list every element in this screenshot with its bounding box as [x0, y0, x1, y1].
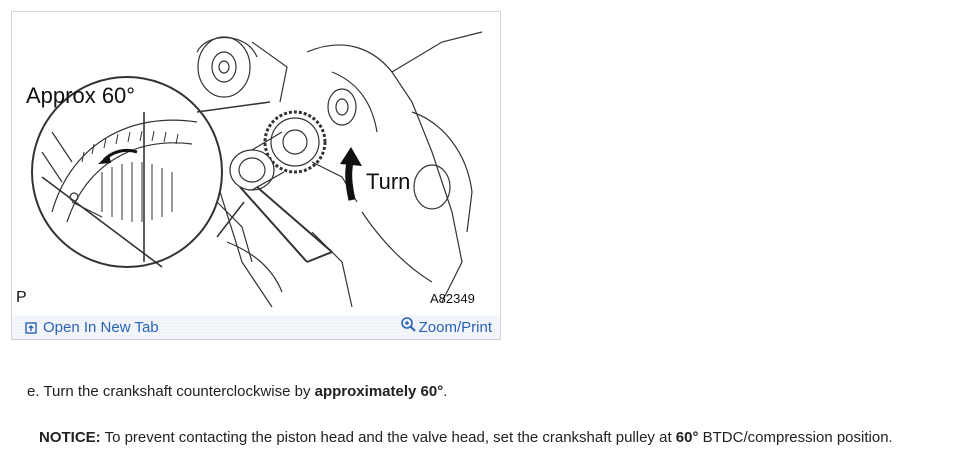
step-text-suffix: . [443, 383, 448, 400]
engine-illustration [31, 31, 483, 308]
open-in-new-tab-link[interactable]: Open In New Tab [25, 319, 159, 336]
notice-label: NOTICE: [39, 429, 101, 446]
turn-label: Turn [366, 169, 411, 194]
zoom-print-link[interactable]: Zoom/Print [400, 317, 492, 336]
open-in-new-tab-label: Open In New Tab [43, 319, 159, 336]
open-new-tab-icon [25, 321, 37, 334]
zoom-print-label: Zoom/Print [418, 319, 492, 336]
zoom-magnifier-icon [400, 317, 416, 332]
step-emphasis: approximately 60° [314, 383, 444, 400]
figure-corner-letter: P [16, 289, 27, 306]
step-instruction: e. Turn the crankshaft counterclockwise … [27, 383, 447, 400]
notice-text-before: To prevent contacting the piston head an… [100, 429, 676, 446]
figure-code: A82349 [430, 291, 475, 306]
figure-frame: Approx 60° Turn P A82349 Open In New Tab… [11, 11, 501, 340]
callout-angle-label: Approx 60° [26, 83, 136, 108]
figure-caption-bar: Open In New Tab Zoom/Print [12, 315, 500, 339]
notice-emphasis: 60° [675, 429, 699, 446]
notice-paragraph: NOTICE: To prevent contacting the piston… [39, 429, 893, 446]
step-text-prefix: e. Turn the crankshaft counterclockwise … [27, 383, 315, 400]
notice-text-after: BTDC/compression position. [698, 429, 893, 446]
